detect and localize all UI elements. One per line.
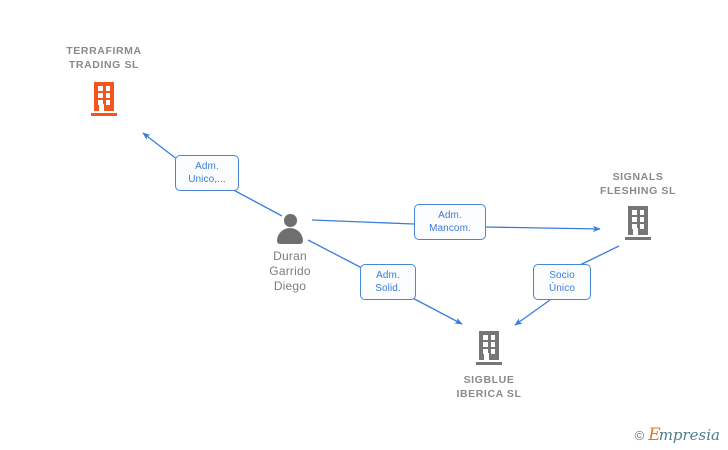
building-icon (91, 82, 117, 116)
building-icon (476, 331, 502, 365)
edge-label-adm-unico[interactable]: Adm. Unico,... (175, 155, 239, 191)
node-terrafirma[interactable]: TERRAFIRMA TRADING SL (34, 44, 174, 116)
node-person-label: Duran Garrido Diego (269, 249, 311, 293)
node-terrafirma-label: TERRAFIRMA TRADING SL (66, 45, 142, 71)
copyright-icon: © (634, 428, 645, 443)
edge-label-socio-unico[interactable]: Socio Único (533, 264, 591, 300)
node-sigblue-label: SIGBLUE IBERICA SL (456, 374, 522, 400)
watermark-empresia: © E mpresia (635, 427, 720, 444)
node-signals[interactable]: SIGNALS FLESHING SL (568, 170, 708, 240)
edge-label-adm-mancom[interactable]: Adm. Mancom. (414, 204, 486, 240)
brand-initial: E (648, 425, 661, 445)
node-sigblue[interactable]: SIGBLUE IBERICA SL (419, 331, 559, 401)
building-icon (625, 206, 651, 240)
node-person[interactable]: Duran Garrido Diego (250, 212, 330, 294)
node-signals-label: SIGNALS FLESHING SL (599, 171, 677, 197)
person-icon (273, 212, 307, 246)
edge-label-adm-solid[interactable]: Adm. Solid. (360, 264, 416, 300)
brand-name: mpresia (658, 426, 720, 444)
